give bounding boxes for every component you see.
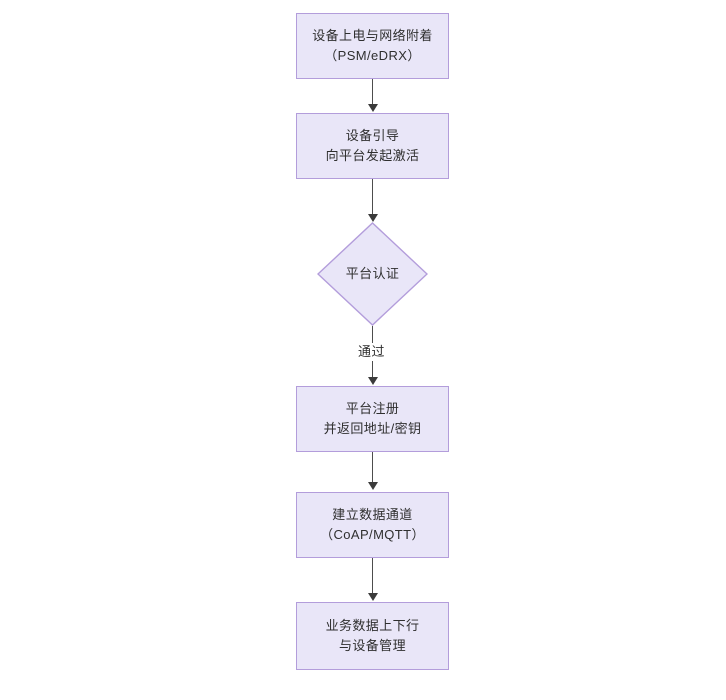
diamond-shape-icon <box>317 222 428 326</box>
flow-node-platform-register-line1: 平台注册 <box>345 401 400 416</box>
flow-node-power-on-line2: （PSM/eDRX） <box>324 48 421 63</box>
connector-n2-n3 <box>372 179 373 215</box>
flow-node-business-data-line1: 业务数据上下行 <box>325 618 420 633</box>
flow-node-platform-register[interactable]: 平台注册 并返回地址/密钥 <box>296 386 449 452</box>
arrowhead-n4-n5 <box>368 482 378 490</box>
flow-node-power-on-line1: 设备上电与网络附着 <box>312 28 433 43</box>
connector-n1-n2 <box>372 79 373 105</box>
edge-label-pass: 通过 <box>355 343 389 361</box>
arrowhead-n3-n4 <box>368 377 378 385</box>
flow-node-power-on[interactable]: 设备上电与网络附着 （PSM/eDRX） <box>296 13 449 79</box>
flow-node-business-data-line2: 与设备管理 <box>338 638 406 653</box>
flow-node-data-channel-line1: 建立数据通道 <box>332 507 413 522</box>
connector-n5-n6 <box>372 558 373 594</box>
flow-node-business-data[interactable]: 业务数据上下行 与设备管理 <box>296 602 449 670</box>
flow-node-device-bootstrap[interactable]: 设备引导 向平台发起激活 <box>296 113 449 179</box>
flow-node-platform-register-line2: 并返回地址/密钥 <box>323 421 422 436</box>
flow-node-device-bootstrap-line2: 向平台发起激活 <box>325 148 420 163</box>
flow-node-platform-auth-label: 平台认证 <box>345 266 400 281</box>
flow-node-data-channel-line2: （CoAP/MQTT） <box>320 527 425 542</box>
arrowhead-n5-n6 <box>368 593 378 601</box>
connector-n4-n5 <box>372 452 373 483</box>
flow-node-device-bootstrap-line1: 设备引导 <box>345 128 400 143</box>
flow-node-data-channel[interactable]: 建立数据通道 （CoAP/MQTT） <box>296 492 449 558</box>
flow-node-platform-auth[interactable]: 平台认证 <box>317 222 428 326</box>
arrowhead-n1-n2 <box>368 104 378 112</box>
arrowhead-n2-n3 <box>368 214 378 222</box>
